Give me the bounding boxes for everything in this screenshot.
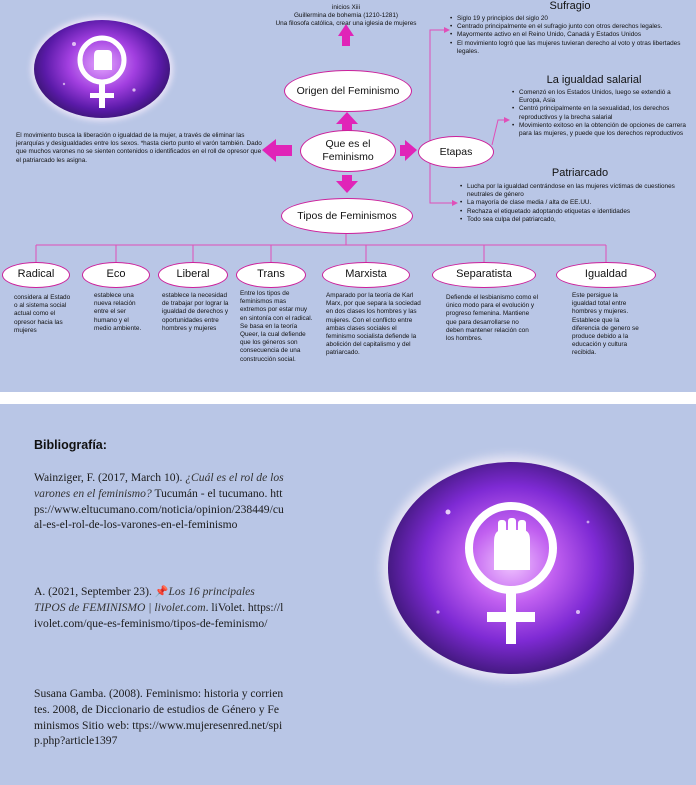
reference-2-post: . liVolet. https://livolet.com/que-es-fe… [34,600,284,630]
connector-etapas-patriarcado [429,158,454,204]
concept-map-panel: inicios Xiii Guillermina de bohemia (121… [0,0,696,392]
type-radical-desc: considera al Estado o al sistema social … [14,294,71,334]
igualdad-salarial-item-2: Centró principalmente en la sexualidad, … [512,105,690,121]
type-trans-label: Trans [257,268,285,281]
igualdad-salarial-title: La igualdad salarial [546,74,642,86]
patriarcado-item-4: Todo sea culpa del patriarcado, [460,216,690,224]
igualdad-salarial-list: Comenzó en los Estados Unidos, luego se … [512,89,690,138]
type-radical-label: Radical [17,268,55,281]
igualdad-salarial-item-1: Comenzó en los Estados Unidos, luego se … [512,89,690,105]
feminism-symbol-image-small [34,20,170,118]
type-liberal-label: Liberal [176,268,210,281]
type-separatista-label: Separatista [456,268,512,281]
arrow-down-to-tipos [336,175,358,193]
patriarcado-item-2: La mayoría de clase media / alta de EE.U… [460,199,690,207]
sufragio-item-3: Mayormente activo en el Reino Unido, Can… [450,31,690,39]
node-central-label: Que es el Feminismo [322,138,374,163]
reference-1-post: Tucumán - el tucumano. https://www.eltuc… [34,486,284,532]
type-trans-desc: Entre los tipos de feminismos mas extrem… [240,290,313,363]
type-eco-label: Eco [106,268,126,281]
node-tipos-label: Tipos de Feminismos [297,209,397,222]
page-gap [0,392,696,404]
arrow-up-to-header [338,24,354,46]
type-separatista-desc: Defiende el lesbianismo como el único mo… [446,294,539,342]
patriarcado-title: Patriarcado [551,167,609,179]
venus-fist-icon-large [436,502,590,644]
header-line-3: Una filosofa católica, crear una iglesia… [275,20,417,28]
reference-2: A. (2021, September 23). 📌Los 16 princip… [34,584,286,631]
header-line-1: inicios Xiii [331,4,361,11]
arrowhead-salarial [504,117,510,123]
node-origen: Origen del Feminismo [284,70,412,112]
connector-etapas-sufragio [429,29,446,148]
reference-3: Susana Gamba. (2008). Feminismo: histori… [34,686,286,749]
arrow-right-to-etapas [400,140,417,161]
reference-2-title: Los 16 principales TIPOS de FEMINISMO | … [34,585,255,614]
feminism-symbol-image-large [388,462,634,674]
origin-header: inicios Xiii Guillermina de bohemia (121… [238,4,454,29]
type-igualdad-desc: Este persigue la igualdad total entre ho… [572,292,639,357]
reference-1-pre: Wainziger, F. (2017, March 10). [34,471,186,484]
header-line-2: Guillermina de bohemia (1210-1281) [293,12,399,20]
type-liberal: Liberal [158,262,228,288]
arrowhead-sufragio [444,27,450,33]
reference-1: Wainziger, F. (2017, March 10). ¿Cuál es… [34,470,286,533]
patriarcado-item-3: Rechaza el etiquetado adoptando etiqueta… [460,208,690,216]
reference-1-title: ¿Cuál es el rol de los varones en el fem… [34,471,284,500]
node-tipos: Tipos de Feminismos [281,198,413,234]
bibliography-title: Bibliografía: [34,438,107,452]
sufragio-item-4: El movimiento logró que las mujeres tuvi… [450,40,690,56]
arrow-up-to-origen [336,112,358,132]
sufragio-title: Sufragio [549,0,591,12]
type-separatista: Separatista [432,262,536,288]
pin-icon: 📌 [154,586,169,598]
node-etapas-label: Etapas [439,145,473,158]
venus-fist-icon [62,35,136,108]
bibliography-panel: Bibliografía: Wainziger, F. (2017, March… [0,404,696,785]
connector-layer [35,24,607,262]
reference-3-pre: Susana Gamba. (2008). Feminismo: histori… [34,687,284,748]
type-eco: Eco [82,262,150,288]
type-marxista: Marxista [322,262,410,288]
reference-2-pre: A. (2021, September 23). [34,585,155,598]
sufragio-item-2: Centrado principalmente en el sufragio j… [450,23,690,31]
type-igualdad: Igualdad [556,262,656,288]
feminism-definition: El movimiento busca la liberación o igua… [16,132,262,164]
type-marxista-label: Marxista [345,268,387,281]
sufragio-list: Siglo 19 y principios del siglo 20 Centr… [450,15,690,56]
sufragio-item-1: Siglo 19 y principios del siglo 20 [450,15,690,23]
arrowhead-patriarcado [452,200,458,206]
type-marxista-desc: Amparado por la teoría de Karl Marx, por… [326,292,421,357]
patriarcado-item-1: Lucha por la igualdad centrándose en las… [460,183,690,199]
type-radical: Radical [2,262,70,288]
node-central: Que es el Feminismo [300,130,396,172]
patriarcado-list: Lucha por la igualdad centrándose en las… [460,183,690,224]
arrow-left-to-definition [262,139,292,162]
connector-etapas-salarial [491,119,506,146]
type-trans: Trans [236,262,306,288]
type-eco-desc: establece una nueva relación entre el se… [94,292,142,332]
type-igualdad-label: Igualdad [584,268,628,281]
igualdad-salarial-item-3: Movimiento exitoso en la obtención de op… [512,122,690,138]
node-etapas: Etapas [418,136,494,168]
node-origen-label: Origen del Feminismo [296,84,400,97]
type-liberal-desc: establece la necesidad de trabajar por l… [162,292,229,332]
